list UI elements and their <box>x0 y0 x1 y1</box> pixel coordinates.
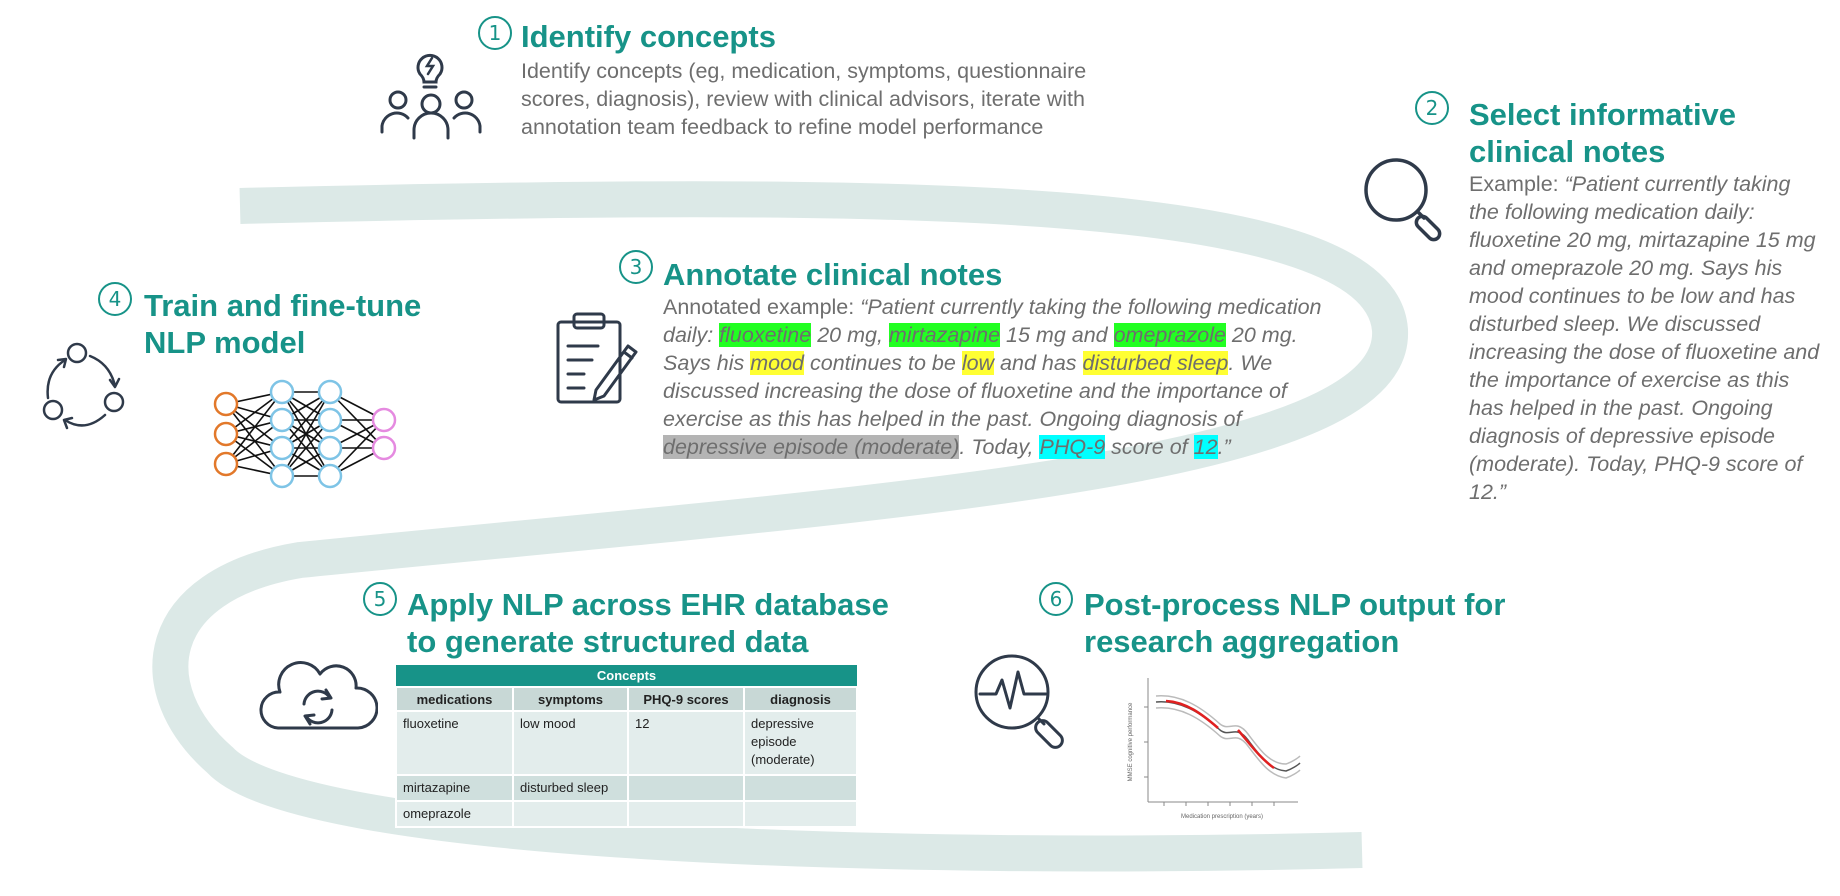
step-2-title-line-2: clinical notes <box>1469 134 1666 169</box>
step-6-title-line-1: Post-process NLP output for <box>1084 587 1506 622</box>
column-header-symptoms: symptoms <box>512 686 629 712</box>
annotated-text-segment: 20 mg. Says his <box>663 323 1298 375</box>
annotated-text-segment: 20 mg, <box>811 323 889 347</box>
highlighted-concept: 12 <box>1193 435 1218 459</box>
step-1-title: Identify concepts <box>521 19 776 54</box>
table-cell: 12 <box>627 710 745 776</box>
highlighted-concept: PHQ-9 <box>1039 435 1106 459</box>
network-connection <box>281 391 331 449</box>
network-node <box>269 463 295 489</box>
column-header-medications: medications <box>395 686 514 712</box>
step-2-title-line-1: Select informative <box>1469 97 1737 132</box>
annotated-text-segment: score of <box>1105 435 1194 459</box>
network-node <box>317 463 343 489</box>
table-row: omeprazole <box>395 800 859 828</box>
annotated-text-segment: . We discussed increasing the dose of fl… <box>663 351 1287 431</box>
svg-text:Medication prescription (years: Medication prescription (years) <box>1181 814 1263 820</box>
network-node <box>213 391 239 417</box>
step-4-number: 4 <box>98 282 132 316</box>
annotated-text-segment: “Patient currently taking the following … <box>663 295 1322 347</box>
network-connection <box>281 419 331 477</box>
step-2-number: 2 <box>1415 91 1449 125</box>
annotated-text-segment: continues to be <box>804 351 962 375</box>
network-node <box>269 379 295 405</box>
table-cell: depressive episode (moderate) <box>742 710 859 776</box>
step-2-example-label: Example: <box>1469 172 1565 196</box>
clipboard-pencil-icon <box>556 312 638 404</box>
annotated-text-segment: .” <box>1217 435 1231 459</box>
team-lightbulb-icon <box>380 53 482 140</box>
step-5-title-line-2: to generate structured data <box>407 624 809 659</box>
step-5-title-line-1: Apply NLP across EHR database <box>407 587 889 622</box>
step-3-number: 3 <box>619 250 653 284</box>
concepts-table-header: Concepts <box>396 665 858 687</box>
table-cell <box>512 800 629 828</box>
highlighted-concept: fluoxetine <box>719 323 812 347</box>
highlighted-concept: depressive episode (moderate) <box>663 435 960 459</box>
network-node <box>269 407 295 433</box>
neural-network-icon <box>213 379 397 489</box>
highlighted-concept: low <box>961 351 995 375</box>
network-node <box>317 379 343 405</box>
step-2-example-text: “Patient currently taking the following … <box>1469 172 1820 504</box>
table-cell <box>742 774 859 802</box>
table-cell: fluoxetine <box>395 710 514 776</box>
table-cell <box>742 800 859 828</box>
network-node <box>213 451 239 477</box>
table-cell: low mood <box>512 710 629 776</box>
network-node <box>317 407 343 433</box>
step-6-number: 6 <box>1039 582 1073 616</box>
highlighted-concept: omeprazole <box>1113 323 1226 347</box>
network-node <box>269 435 295 461</box>
table-row: fluoxetine low mood 12 depressive episod… <box>395 710 859 776</box>
svg-text:MMSE cognitive performance: MMSE cognitive performance <box>1128 702 1134 781</box>
monitor-magnifier-icon <box>974 654 1064 749</box>
network-node <box>371 435 397 461</box>
network-connection <box>329 419 385 477</box>
step-3-annotated-text: “Patient currently taking the following … <box>663 295 1322 459</box>
column-header-diagnosis: diagnosis <box>742 686 859 712</box>
cycle-arrows-icon <box>42 342 125 430</box>
step-6-title-line-2: research aggregation <box>1084 624 1400 659</box>
network-connection <box>225 403 283 477</box>
annotated-text-segment: 15 mg and <box>1000 323 1114 347</box>
annotated-text-segment: . Today, <box>959 435 1040 459</box>
network-connection <box>225 391 283 465</box>
step-1-description: Identify concepts (eg, medication, sympt… <box>521 59 1087 139</box>
network-node <box>371 407 397 433</box>
trend-plot-thumbnail: MMSE cognitive performance Medication pr… <box>1128 678 1301 820</box>
highlighted-concept: mood <box>750 351 805 375</box>
step-4-title-line-1: Train and fine-tune <box>144 288 422 323</box>
step-2-example: Example: “Patient currently taking the f… <box>1469 170 1825 506</box>
concepts-table: Concepts medications symptoms PHQ-9 scor… <box>395 665 859 828</box>
annotated-text-segment: and has <box>994 351 1083 375</box>
network-node <box>213 421 239 447</box>
table-cell: mirtazapine <box>395 774 514 802</box>
column-header-phq9-scores: PHQ-9 scores <box>627 686 745 712</box>
step-3-annotated-label: Annotated example: <box>663 295 861 319</box>
table-row: mirtazapine disturbed sleep <box>395 774 859 802</box>
table-cell: omeprazole <box>395 800 514 828</box>
table-cell: disturbed sleep <box>512 774 629 802</box>
step-1-number: 1 <box>478 16 512 50</box>
cloud-sync-icon <box>259 661 378 730</box>
step-4-title-line-2: NLP model <box>144 325 306 360</box>
magnifier-icon <box>1364 158 1442 242</box>
step-5-number: 5 <box>363 582 397 616</box>
highlighted-concept: mirtazapine <box>888 323 1001 347</box>
highlighted-concept: disturbed sleep <box>1082 351 1229 375</box>
step-3-title: Annotate clinical notes <box>663 257 1003 292</box>
network-node <box>317 435 343 461</box>
table-cell <box>627 774 745 802</box>
step-3-annotated-example: Annotated example: “Patient currently ta… <box>663 293 1348 461</box>
table-cell <box>627 800 745 828</box>
network-connection <box>281 391 331 477</box>
